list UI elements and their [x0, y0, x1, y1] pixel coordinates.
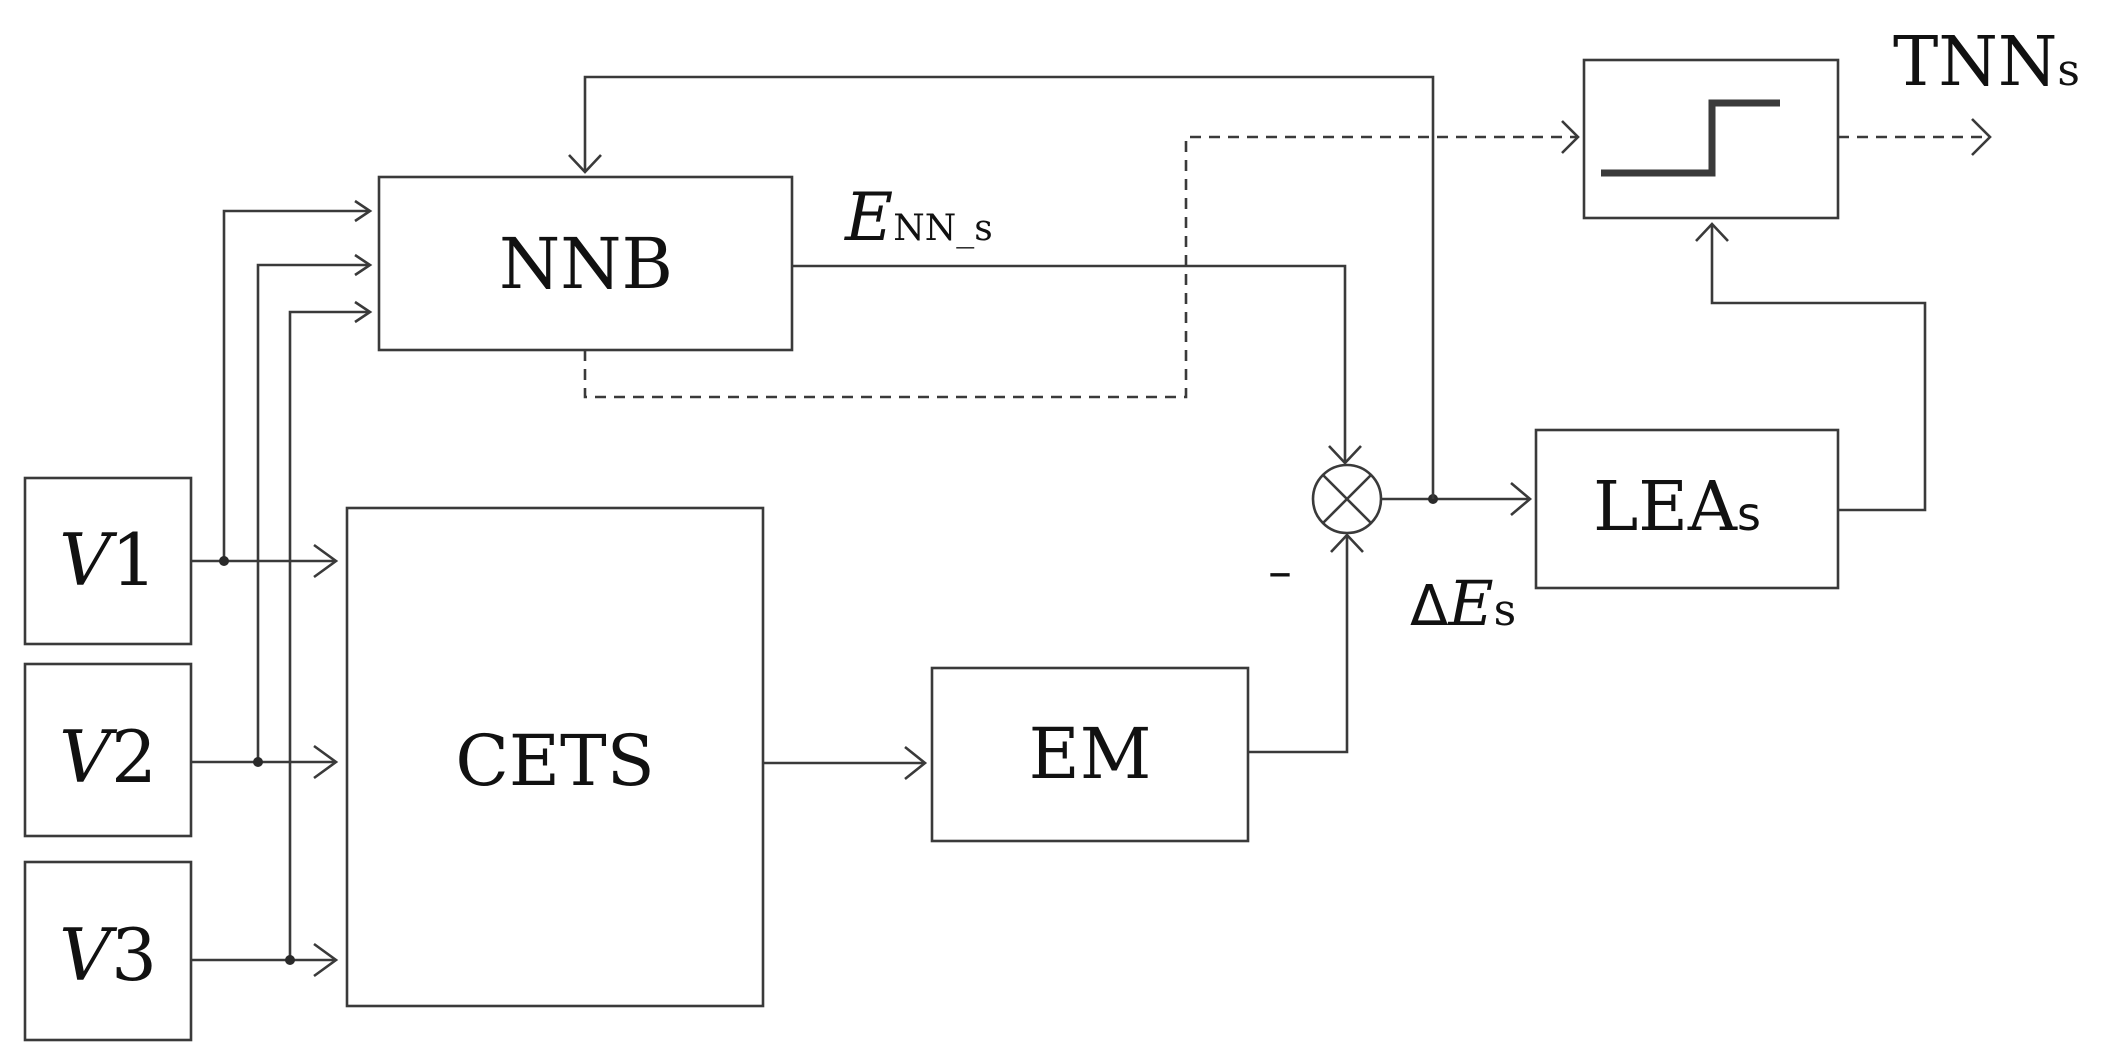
minus-sign: – — [1268, 544, 1292, 600]
tnn-output-label: TNNs — [1893, 23, 2080, 102]
v3-branch-dot — [285, 955, 295, 965]
threshold-block — [1582, 58, 1840, 220]
feedback-to-nnb-wire — [583, 75, 1435, 499]
v2-branch-dot — [253, 757, 263, 767]
output-arrow — [1971, 118, 1992, 156]
nnb-block — [377, 175, 794, 352]
nnb-to-sum-wire — [792, 264, 1347, 463]
lea-to-threshold-wire — [1710, 224, 1927, 512]
v3-to-cets-arrow — [313, 942, 339, 978]
v1-to-nnb-wire — [222, 209, 370, 561]
em-label: EM — [1029, 713, 1152, 795]
cets-block — [345, 506, 765, 1008]
cets-label: CETS — [455, 720, 654, 802]
lea-block — [1534, 428, 1840, 590]
v1-label: V1 — [59, 518, 157, 602]
nnb-to-threshold-dashed — [583, 135, 1578, 399]
enn-signal-label: ENN_s — [844, 179, 993, 256]
nnb-label: NNB — [499, 223, 673, 305]
v2-to-cets-arrow — [313, 744, 339, 780]
lea-label: LEAs — [1593, 468, 1761, 547]
v2-to-nnb-wire — [256, 263, 370, 762]
em-block — [930, 666, 1250, 843]
v2-label: V2 — [59, 715, 157, 799]
v3-label: V3 — [59, 913, 157, 997]
v1-block — [23, 476, 193, 646]
em-to-sum-wire — [1248, 535, 1349, 754]
delta-e-signal-label: ΔEs — [1410, 567, 1516, 640]
v3-block — [23, 860, 193, 1042]
cets-to-em-arrow — [904, 745, 928, 781]
v1-branch-dot — [219, 556, 229, 566]
v3-to-nnb-wire — [288, 310, 370, 960]
v2-block — [23, 662, 193, 838]
step-function-icon — [1601, 99, 1780, 177]
v1-to-cets-arrow — [313, 543, 339, 579]
